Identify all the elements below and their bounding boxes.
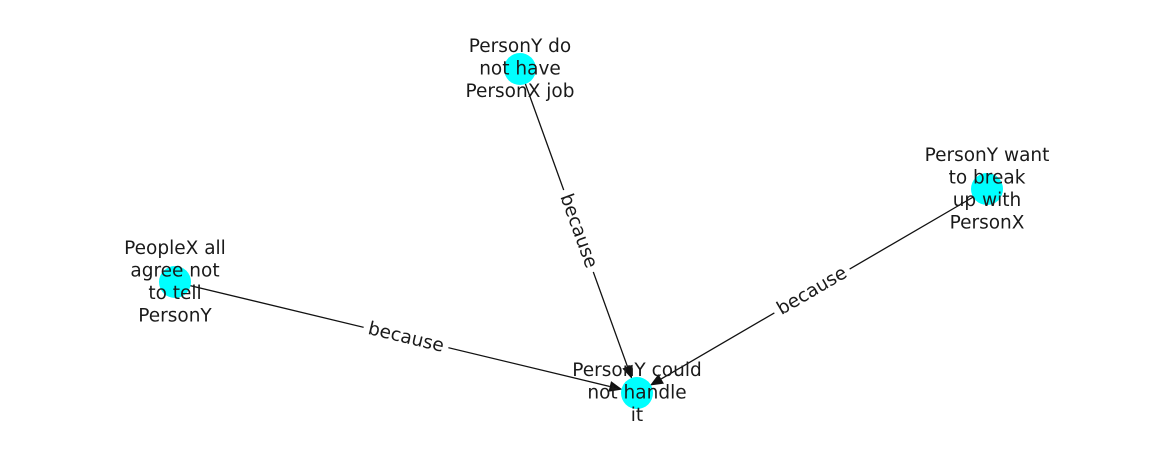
- edge-n1-n4: because: [519, 68, 633, 379]
- node-label-line: PersonX: [950, 212, 1025, 233]
- edge-label-group: because: [768, 258, 856, 324]
- edge-label: because: [555, 191, 601, 271]
- edge-n2-n4: because: [649, 188, 988, 386]
- edge-label: because: [366, 318, 446, 356]
- edge-label-background: [552, 185, 605, 277]
- node-circle-n3[interactable]: [159, 266, 191, 298]
- node-label-line: not have: [479, 59, 561, 80]
- arrow-head-icon: [649, 374, 664, 386]
- node-label-line: up with: [953, 190, 1022, 211]
- node-label-line: to break: [949, 167, 1026, 188]
- edge-label-group: because: [552, 185, 605, 277]
- node-label-line: PeopleX all: [124, 238, 226, 259]
- arrow-head-icon: [608, 381, 623, 392]
- node-label-line: PersonY: [138, 305, 212, 326]
- arrow-head-icon: [622, 364, 633, 379]
- edge-label-background: [768, 258, 856, 324]
- edge-label: because: [773, 262, 850, 319]
- edge-label-group: because: [360, 315, 452, 360]
- edge-n3-n4: because: [174, 281, 623, 392]
- node-label-line: PersonY could: [572, 360, 701, 381]
- node-label-line: agree not: [130, 260, 219, 281]
- nodes-layer: [159, 53, 1003, 409]
- edges-layer: because because because: [174, 68, 988, 392]
- node-circle-n4[interactable]: [621, 377, 653, 409]
- node-circle-n2[interactable]: [971, 173, 1003, 205]
- node-label-line: not handle: [587, 383, 686, 404]
- edge-label-background: [360, 315, 452, 360]
- node-label-line: PersonY do: [469, 36, 571, 57]
- node-label-line: it: [631, 405, 643, 426]
- node-label-line: PersonX job: [466, 81, 575, 102]
- node-circle-n1[interactable]: [504, 53, 536, 85]
- node-label-line: to tell: [148, 283, 201, 304]
- node-label-line: PersonY want: [925, 145, 1050, 166]
